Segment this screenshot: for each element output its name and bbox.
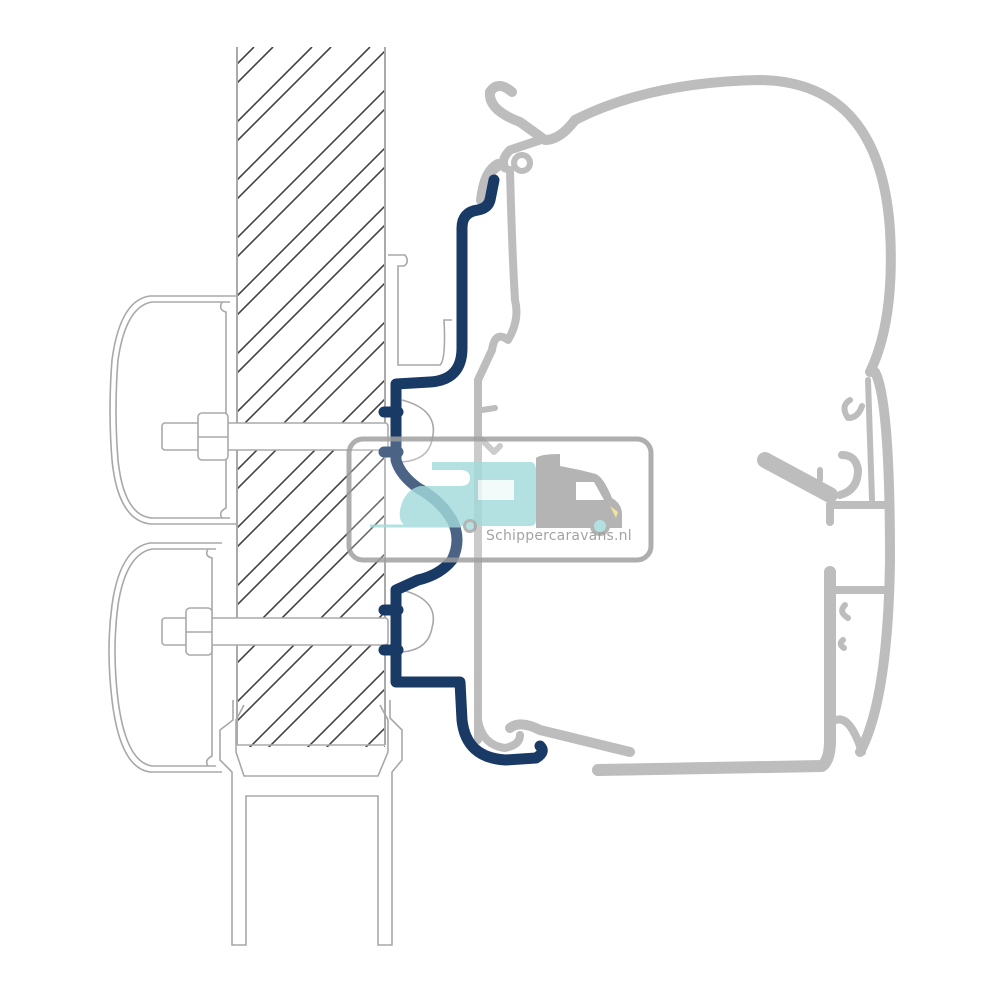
bottom-frame bbox=[219, 700, 403, 946]
watermark-logo bbox=[346, 436, 654, 563]
caravan-icon bbox=[399, 462, 536, 526]
bolt-lower bbox=[161, 607, 389, 656]
watermark-text: Schippercaravans.nl bbox=[486, 528, 632, 544]
bracket-lower bbox=[108, 542, 222, 773]
awning-profile bbox=[474, 75, 896, 776]
bracket-upper bbox=[109, 295, 236, 525]
